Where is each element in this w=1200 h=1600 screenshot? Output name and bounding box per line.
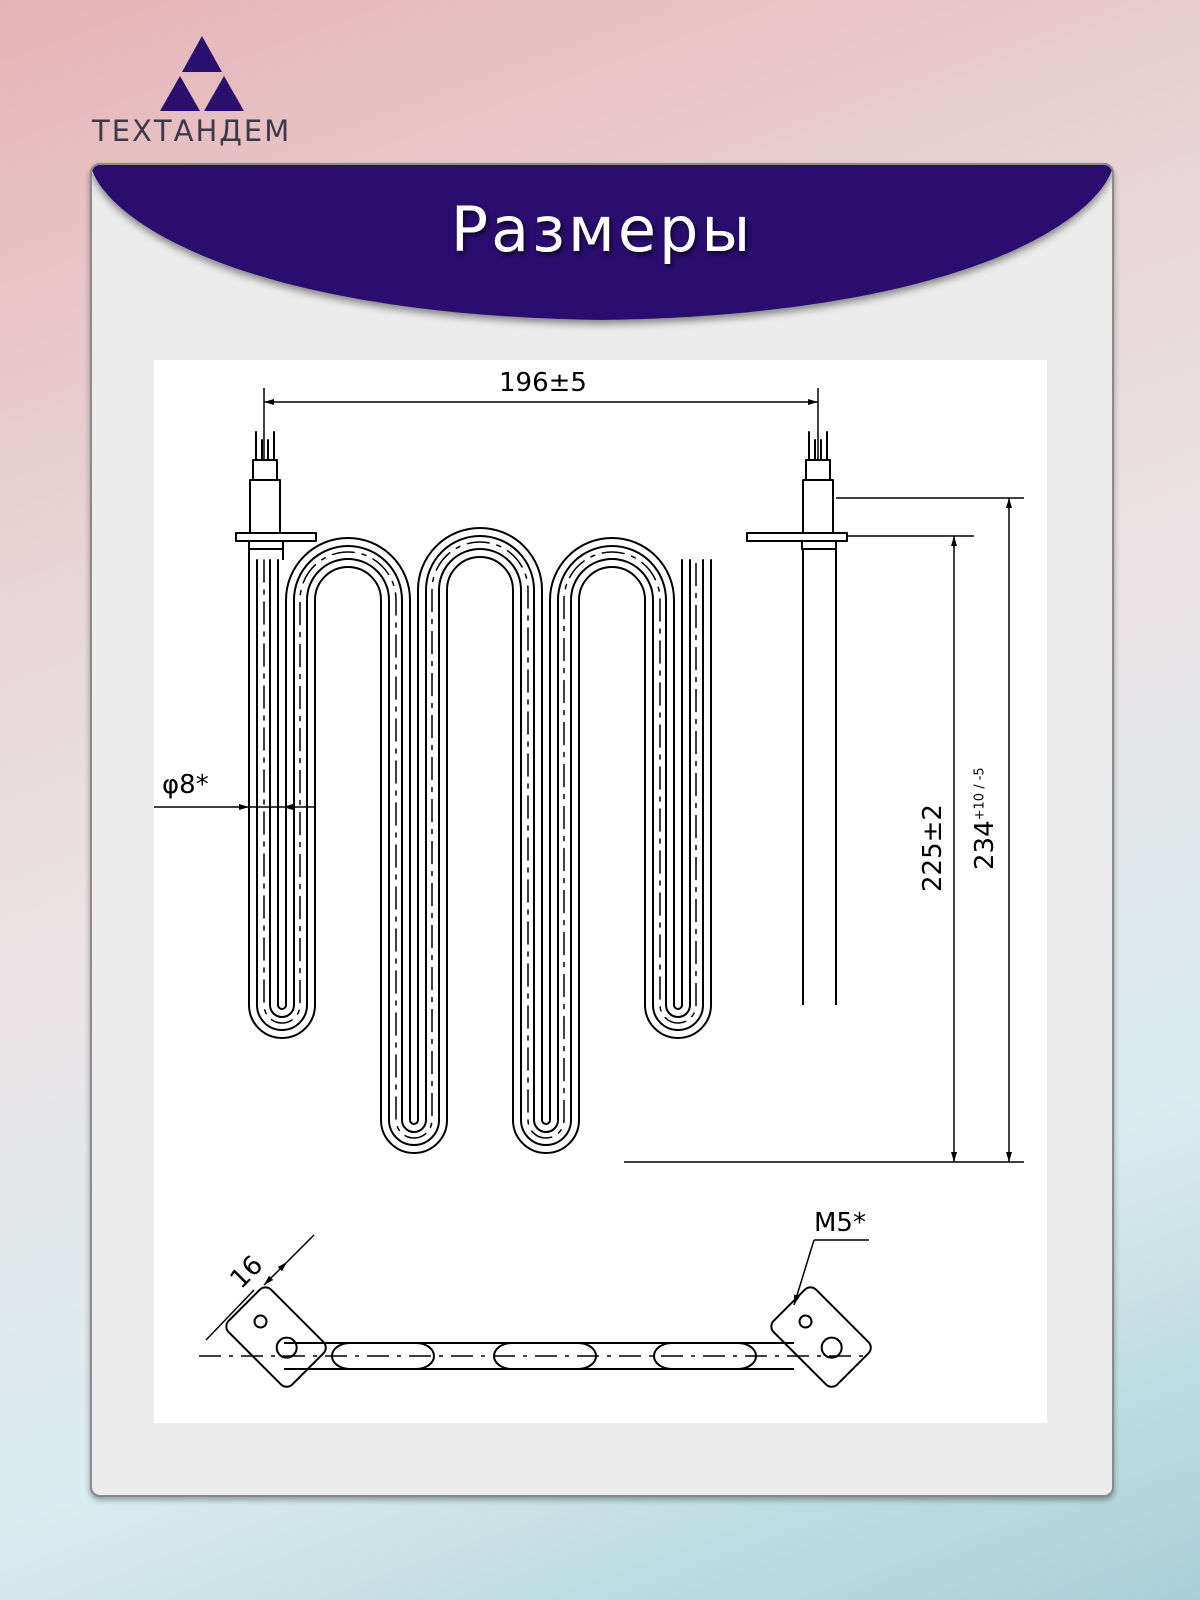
width-label: 196±5 xyxy=(499,368,587,398)
technical-drawing: 196±5 φ8* 225±2 234+10 / -5 M5* 16 xyxy=(154,360,1047,1423)
height-outer-label: 234+10 / -5 xyxy=(970,767,1000,870)
height-outer-value: 234 xyxy=(970,820,1000,870)
right-terminal-body xyxy=(802,479,834,534)
tube-inner-wall-2 xyxy=(277,527,683,1125)
bottom-dimensions xyxy=(205,1234,869,1341)
tube-centerline xyxy=(263,541,697,1139)
heating-element-schematic xyxy=(154,388,1024,1388)
tube-outer-wall-2 xyxy=(256,548,704,1146)
left-terminal-body xyxy=(249,479,281,534)
bottom-view xyxy=(199,1286,872,1388)
width-dimension xyxy=(263,388,819,460)
right-flange xyxy=(746,532,848,542)
brand-name: ТЕХТАНДЕМ xyxy=(92,114,292,148)
tube-outer-wall xyxy=(248,556,712,1154)
page-title: Размеры xyxy=(450,193,754,266)
title-banner xyxy=(92,165,1112,320)
left-mount-plate xyxy=(225,1286,327,1388)
diameter-label: φ8* xyxy=(162,770,209,800)
right-mount-plate xyxy=(770,1286,872,1388)
tube-inner-wall xyxy=(269,535,691,1133)
thread-label: M5* xyxy=(814,1208,866,1238)
left-flange xyxy=(235,532,317,542)
logo-triangles-icon xyxy=(160,36,244,111)
logo: ТЕХТАНДЕМ xyxy=(92,36,322,156)
height-dimensions xyxy=(624,497,1024,1163)
height-inner-label: 225±2 xyxy=(918,804,948,892)
height-outer-tolerance: +10 / -5 xyxy=(972,767,988,821)
dimensions-card: Размеры xyxy=(90,163,1114,1497)
